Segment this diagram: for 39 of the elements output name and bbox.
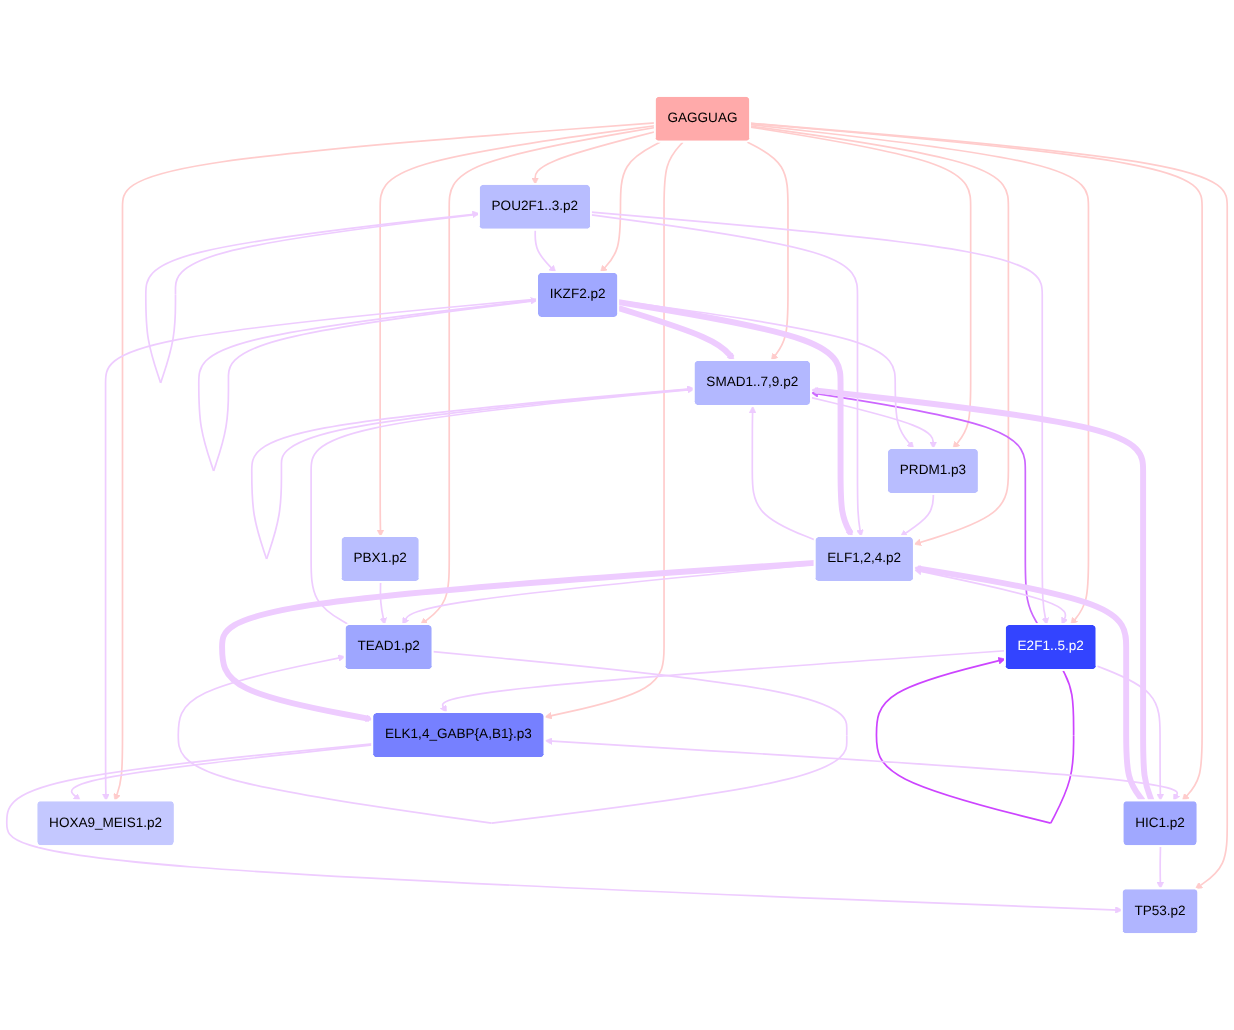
arrow [900, 493, 935, 537]
arrow [177, 650, 848, 824]
arrow [544, 141, 684, 720]
arrow [531, 130, 657, 185]
arrow [875, 657, 1075, 824]
arrow [749, 125, 1010, 546]
arrow [439, 649, 1007, 713]
arrow [420, 126, 657, 625]
arrow [144, 210, 481, 384]
arrow [534, 229, 557, 273]
arrow [113, 122, 657, 802]
arrow [749, 122, 1229, 890]
arrow [5, 743, 1123, 914]
arrow [617, 305, 735, 361]
arrow [810, 396, 937, 449]
arrow [811, 387, 1155, 802]
arrow [914, 567, 1069, 625]
arrow [749, 126, 972, 449]
arrow [1096, 665, 1165, 802]
arrow [376, 124, 657, 537]
arrow [600, 141, 662, 273]
arrow [617, 300, 915, 449]
arrow [1156, 845, 1165, 890]
arrow [749, 123, 1090, 625]
arrow [379, 581, 387, 625]
arrow [811, 390, 1039, 626]
arrow [310, 386, 695, 626]
arrow [197, 297, 539, 472]
arrow [749, 122, 1203, 802]
arrow [913, 565, 1146, 803]
arrow [70, 744, 374, 802]
arrow [590, 214, 864, 537]
arrow [590, 211, 1049, 625]
arrow [746, 141, 789, 361]
arrow [748, 405, 816, 541]
arrow [618, 299, 854, 537]
arrow [544, 737, 1181, 802]
arrow [102, 298, 539, 802]
arrow [219, 559, 816, 722]
